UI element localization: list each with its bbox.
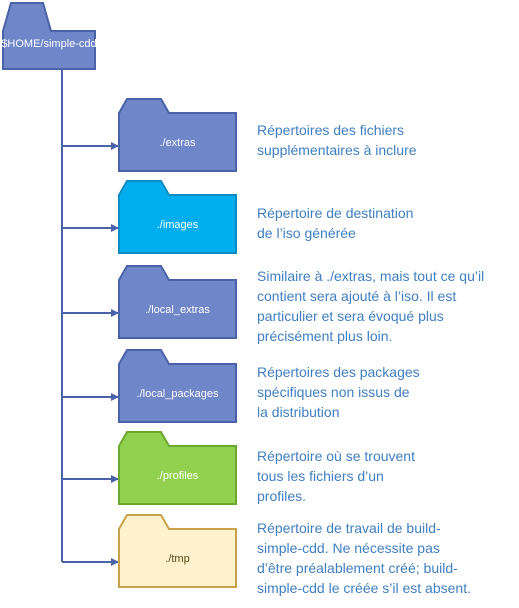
- folder-description: Répertoires des fichiers supplémentaires…: [257, 122, 417, 158]
- subfolders: ./extras ./images ./local_extras ./local_pa…: [118, 98, 237, 588]
- folder-icon: [118, 265, 237, 339]
- folder-label: ./profiles: [157, 470, 199, 482]
- folder-icon: [118, 431, 237, 505]
- tree-connectors: [61, 70, 119, 566]
- folder-icon: [118, 98, 237, 172]
- folder-tmp: ./tmp: [118, 514, 237, 588]
- folder-description: Répertoire de destination de l’iso génér…: [257, 205, 414, 241]
- root-folder-label: $HOME/simple-cdd: [1, 38, 96, 50]
- folder-icon: [118, 349, 237, 423]
- folder-images: ./images: [118, 180, 237, 254]
- folder-label: ./tmp: [165, 553, 189, 565]
- root-folder: $HOME/simple-cdd: [1, 2, 97, 70]
- folder-local-extras: ./local_extras: [118, 265, 237, 339]
- folder-icon: [118, 514, 237, 588]
- folder-description: Répertoires des packages spécifiques non…: [257, 364, 420, 420]
- folder-description: Similaire à ./extras, mais tout ce qu’il…: [257, 268, 485, 344]
- folder-profiles: ./profiles: [118, 431, 237, 505]
- folder-label: ./extras: [159, 137, 196, 149]
- folder-description: Répertoire de travail de build- simple-c…: [257, 520, 471, 596]
- folder-icon: [118, 180, 237, 254]
- folder-local-packages: ./local_packages: [118, 349, 237, 423]
- folder-label: ./local_packages: [137, 388, 219, 400]
- root-folder-icon: [2, 2, 96, 70]
- folder-description: Répertoire où se trouvent tous les fichi…: [257, 448, 415, 504]
- folder-extras: ./extras: [118, 98, 237, 172]
- folder-label: ./local_extras: [145, 304, 210, 316]
- folder-label: ./images: [157, 219, 199, 231]
